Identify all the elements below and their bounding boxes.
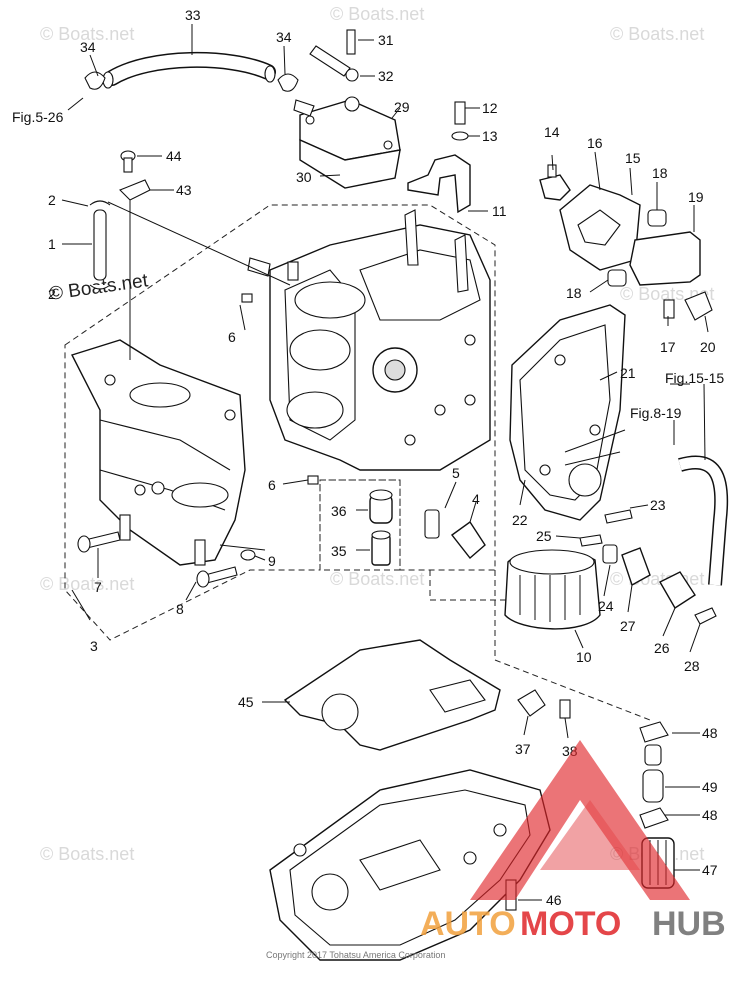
callout: 12 (482, 100, 498, 116)
oil-filter (504, 549, 601, 630)
callout: 48 (702, 807, 718, 823)
callout: 15 (625, 150, 641, 166)
callout: 19 (688, 189, 704, 205)
callout: 35 (331, 543, 347, 559)
callout: 32 (378, 68, 394, 84)
callout-numbers: 33 34 34 31 32 29 12 13 30 11 44 43 2 1 … (48, 7, 718, 908)
bracket-11 (407, 101, 471, 214)
callout: 34 (80, 39, 96, 55)
parts-37-38 (517, 689, 571, 719)
crankcase (71, 339, 246, 566)
watermark: © Boats.net (610, 569, 704, 589)
callout: 21 (620, 365, 636, 381)
callout: 2 (48, 286, 56, 302)
ref-fig5: Fig.5-26 (12, 109, 64, 125)
automotohub-logo: AUTO MOTO HUB (420, 740, 726, 943)
watermark: © Boats.net (40, 574, 134, 594)
callout: 43 (176, 182, 192, 198)
callout: 16 (587, 135, 603, 151)
callout: 26 (654, 640, 670, 656)
callout: 45 (238, 694, 254, 710)
callout: 10 (576, 649, 592, 665)
callout: 28 (684, 658, 700, 674)
figure-references: Fig.5-26 Fig.8-19 Fig.15-15 (12, 109, 724, 421)
callout: 49 (702, 779, 718, 795)
thermostat-group (539, 164, 713, 321)
callout: 27 (620, 618, 636, 634)
callout: 2 (48, 192, 56, 208)
callout: 29 (394, 99, 410, 115)
callout: 47 (702, 862, 718, 878)
callout: 23 (650, 497, 666, 513)
callout: 6 (268, 477, 276, 493)
copyright: Copyright 2017 Tohatsu America Corporati… (266, 950, 445, 960)
callout: 9 (268, 553, 276, 569)
ref-fig15: Fig.15-15 (665, 370, 724, 386)
gasket-45 (283, 639, 501, 751)
callout: 5 (452, 465, 460, 481)
parts-4-5 (424, 509, 486, 560)
watermark: © Boats.net (330, 569, 424, 589)
callout: 46 (546, 892, 562, 908)
cover-21 (509, 304, 626, 521)
callout: 22 (512, 512, 528, 528)
callout: 37 (515, 741, 531, 757)
logo-moto: MOTO (520, 905, 621, 943)
hose-fig15 (678, 455, 729, 586)
ref-fig8: Fig.8-19 (630, 405, 682, 421)
callout: 6 (228, 329, 236, 345)
callout: 1 (48, 236, 56, 252)
callout: 33 (185, 7, 201, 23)
callout: 18 (652, 165, 668, 181)
watermark: © Boats.net (40, 844, 134, 864)
callout: 36 (331, 503, 347, 519)
group-outlines (64, 204, 651, 721)
watermark: © Boats.net (330, 4, 424, 24)
parts-35-36 (369, 489, 393, 566)
callout: 17 (660, 339, 676, 355)
logo-hub: HUB (652, 905, 726, 943)
callout: 13 (482, 128, 498, 144)
pin-1 (89, 200, 111, 290)
leader-lines (61, 24, 709, 901)
cylinder-block (241, 209, 491, 485)
callout: 18 (566, 285, 582, 301)
fuel-pump (293, 29, 401, 189)
callout: 4 (472, 491, 480, 507)
bolts-7-8 (77, 531, 256, 588)
fittings (579, 509, 717, 625)
bolt-44 (119, 150, 151, 201)
callout: 11 (492, 203, 507, 219)
callout: 24 (598, 598, 614, 614)
callout: 48 (702, 725, 718, 741)
watermark: © Boats.net (610, 24, 704, 44)
watermark: © Boats.net (40, 24, 134, 44)
callout: 34 (276, 29, 292, 45)
callout: 25 (536, 528, 552, 544)
callout: 31 (378, 32, 394, 48)
oil-pan (269, 769, 551, 961)
logo-auto: AUTO (420, 905, 516, 943)
callout: 44 (166, 148, 182, 164)
callout: 8 (176, 601, 184, 617)
callout: 14 (544, 124, 560, 140)
callout: 20 (700, 339, 716, 355)
callout: 30 (296, 169, 312, 185)
callout: 3 (90, 638, 98, 654)
callout: 7 (94, 579, 102, 595)
hose-33 (84, 51, 299, 92)
